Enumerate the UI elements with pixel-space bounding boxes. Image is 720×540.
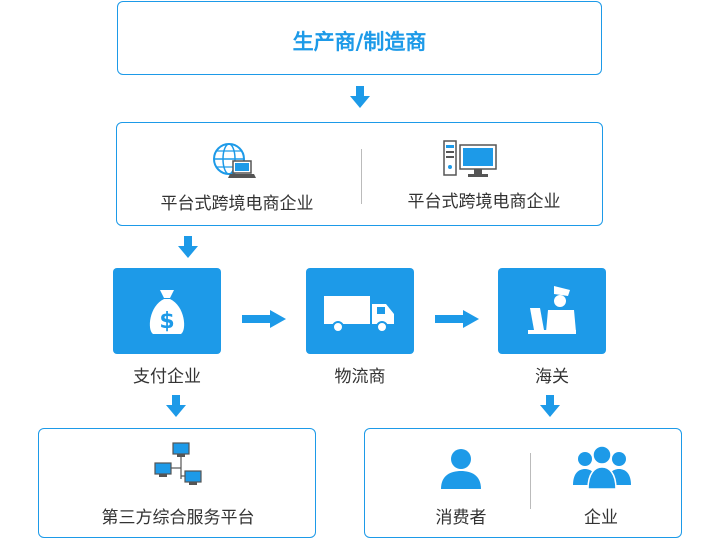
money-bag-icon: $: [149, 290, 185, 334]
consumer-person-icon: [441, 449, 481, 489]
ecommerce-box: 平台式跨境电商企业 平台式跨境电商企业: [116, 122, 603, 226]
ecommerce-right-label: 平台式跨境电商企业: [407, 192, 561, 212]
svg-text:$: $: [159, 309, 174, 334]
payment-label: 支付企业: [133, 367, 201, 387]
customs-label: 海关: [535, 367, 569, 387]
third-party-box: 第三方综合服务平台: [38, 428, 316, 538]
arrow-down-icon: [178, 236, 198, 258]
globe-laptop-icon: [213, 143, 256, 178]
payment-tile: $: [113, 268, 221, 354]
arrow-down-icon: [540, 395, 560, 417]
customs-tile: [498, 268, 606, 354]
truck-icon: [324, 296, 394, 333]
ecommerce-divider: [361, 149, 362, 204]
customs-officer-icon: [528, 286, 576, 334]
logistics-label: 物流商: [334, 367, 386, 387]
endpoints-divider: [530, 453, 531, 509]
arrow-right-icon: [435, 310, 479, 328]
consumer-label: 消费者: [435, 508, 487, 528]
manufacturer-label: 生产商/制造商: [292, 30, 427, 54]
third-party-label: 第三方综合服务平台: [101, 508, 255, 528]
desktop-computer-icon: [443, 140, 497, 177]
logistics-tile: [306, 268, 414, 354]
arrow-down-icon: [166, 395, 186, 417]
arrow-down-icon: [350, 86, 370, 108]
arrow-right-icon: [242, 310, 286, 328]
manufacturer-box: 生产商/制造商: [117, 1, 602, 75]
enterprise-label: 企业: [584, 508, 618, 528]
network-computers-icon: [154, 442, 202, 485]
enterprise-group-icon: [573, 445, 631, 489]
endpoints-box: 消费者 企业: [364, 428, 682, 538]
ecommerce-left-label: 平台式跨境电商企业: [160, 194, 314, 214]
